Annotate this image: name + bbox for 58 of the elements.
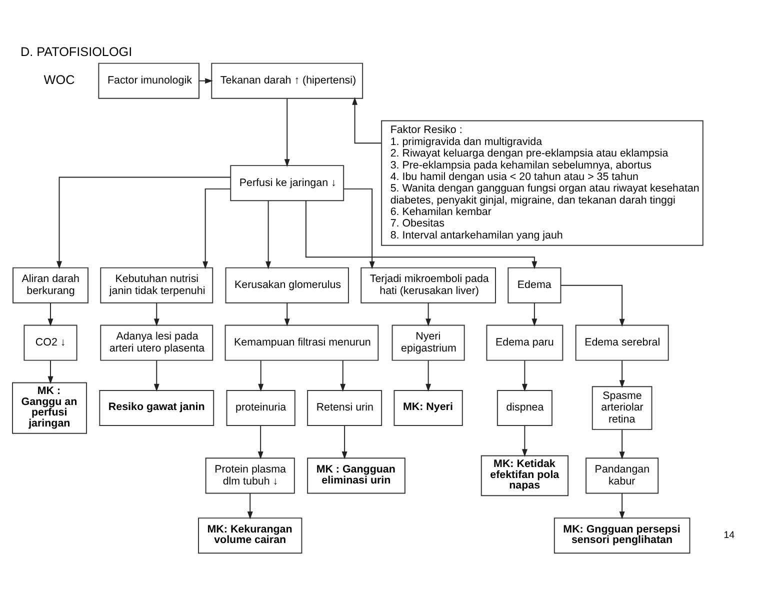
node-box: Protein plasma dlm tubuh ↓ xyxy=(205,457,295,494)
diagram-title: D. PATOFISIOLOGI xyxy=(20,44,132,58)
arrow xyxy=(522,424,528,456)
label: 14 xyxy=(724,530,735,541)
node-box: Kerusakan glomerulus xyxy=(225,266,349,303)
node-box: Edema xyxy=(508,266,562,303)
node-box: MK: Ketidak efektifan pola napas xyxy=(480,454,569,496)
arrow xyxy=(154,302,160,326)
arrow xyxy=(48,360,54,384)
node-box: MK: Gngguan persepsi sensori penglihatan xyxy=(554,517,690,554)
arrow xyxy=(560,284,625,326)
node-box: Resiko gawat janin xyxy=(99,390,214,426)
arrow xyxy=(340,360,346,392)
arrow xyxy=(305,200,538,269)
arrow xyxy=(202,188,231,269)
node-box: CO2 ↓ xyxy=(24,324,78,360)
node-box: Pandangan kabur xyxy=(586,457,659,494)
arrow xyxy=(284,98,290,166)
node-box: Adanya lesi pada arteri utero plasenta xyxy=(100,324,214,360)
arrow xyxy=(619,428,625,459)
arrow xyxy=(342,424,348,459)
node-box: Edema paru xyxy=(486,324,564,360)
arrow xyxy=(522,360,528,392)
arrow xyxy=(258,424,264,459)
arrow xyxy=(532,302,538,326)
node-box: MK : Ganggu an perfusi jaringan xyxy=(12,382,88,434)
node-box: dispnea xyxy=(496,390,552,426)
node-box: Nyeri epigastrium xyxy=(392,324,465,360)
arrow xyxy=(154,360,160,392)
arrow xyxy=(48,302,54,326)
node-box: Kebutuhan nutrisi janin tidak terpenuhi xyxy=(100,266,214,303)
arrow xyxy=(258,360,264,392)
arrow xyxy=(619,492,625,519)
node-box: Spasme arteriolar retina xyxy=(592,386,652,430)
node-box: Aliran darah berkurang xyxy=(12,266,88,303)
node-box: MK : Gangguan eliminasi urin xyxy=(307,457,406,494)
node-box: Tekanan darah ↑ (hipertensi) xyxy=(211,62,364,98)
arrow xyxy=(352,96,382,144)
arrow xyxy=(247,492,253,519)
arrow xyxy=(426,360,432,392)
arrow xyxy=(343,188,375,269)
arrow xyxy=(266,200,272,269)
node-box: proteinuria xyxy=(226,390,296,426)
arrow xyxy=(56,176,231,268)
node-box: Faktor Resiko : 1. primigravida dan multigravida 2. Riwayat keluarga dengan pre-eklampsia atau eklampsia 3. Pre-eklampsia pada kehamilan sebelumnya, abortus 4. Ibu hamil dengan usia < 20 tahun atau > 35 tahun 5. Wanita dengan gangguan fungsi organ atau riwayat kesehatan diabetes, penyakit ginjal, migraine, dan tekanan darah tinggi 6. Kehamilan kembar 7. Obesitas 8. Interval antarkehamilan yang jauh xyxy=(381,120,704,246)
arrow xyxy=(619,360,625,388)
node-box: Terjadi mikroemboli pada hati (kerusakan liver) xyxy=(360,266,496,303)
node-box: Factor imunologik xyxy=(98,62,200,98)
arrow xyxy=(284,302,290,326)
node-box: Edema serebral xyxy=(575,324,669,360)
label: WOC xyxy=(44,72,75,87)
node-box: Perfusi ke jaringan ↓ xyxy=(230,164,344,201)
arrow xyxy=(198,78,213,84)
node-box: Retensi urin xyxy=(307,390,382,426)
arrow xyxy=(426,302,432,326)
node-box: MK: Nyeri xyxy=(394,390,463,426)
node-box: Kemampuan filtrasi menurun xyxy=(224,324,379,360)
node-box: MK: Kekurangan volume cairan xyxy=(198,517,302,554)
